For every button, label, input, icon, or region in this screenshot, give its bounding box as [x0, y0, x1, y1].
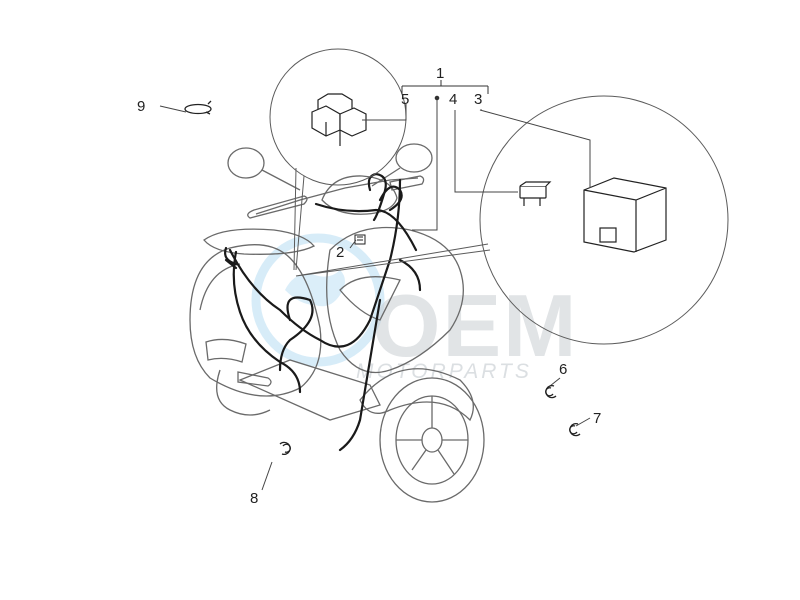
callout-4: 4	[449, 91, 457, 108]
leader-4	[454, 110, 518, 193]
callout-1: 1	[436, 65, 444, 82]
part-9-ring-icon	[184, 100, 212, 115]
callout-2: 2	[336, 244, 344, 261]
front-wheel-outer	[379, 377, 485, 503]
callout-5: 5	[401, 91, 409, 108]
leader-3	[479, 109, 591, 188]
detail-circle-control-unit	[295, 95, 729, 345]
bracket-dot	[434, 95, 440, 101]
callout-labels: 1 2 3 4 5 6 7 8 9	[137, 65, 601, 507]
leader-lines	[159, 100, 591, 491]
part-8-clip-icon	[279, 441, 291, 456]
wire-rear	[232, 250, 302, 394]
handlebar-grip-left	[247, 195, 308, 219]
front-wheel-spokes	[396, 396, 468, 475]
left-mirror-stem	[261, 169, 301, 191]
leader-8	[261, 461, 273, 491]
glovebox-panel	[339, 276, 401, 321]
rear-body	[189, 244, 322, 397]
handlebar-grip-right	[389, 175, 425, 191]
callout-3: 3	[474, 91, 482, 108]
detail-circle-pointer	[295, 243, 491, 277]
leader-6	[549, 377, 561, 387]
leader-9	[159, 105, 187, 113]
wire-cross	[314, 202, 418, 252]
wire-branch-front	[338, 298, 382, 452]
part-7-clip-icon	[569, 422, 581, 437]
fuse-icon	[519, 181, 552, 206]
detail-circle-control-unit-outline	[479, 95, 729, 345]
control-unit-icon	[583, 177, 667, 253]
headset	[321, 175, 398, 215]
front-fender	[359, 368, 474, 422]
watermark-brand: OEM	[372, 276, 578, 375]
leader-7	[575, 417, 591, 427]
leader-5	[362, 104, 407, 121]
exhaust	[237, 371, 272, 387]
callout-7: 7	[593, 410, 601, 427]
wire-main	[228, 178, 402, 348]
left-mirror	[227, 147, 265, 179]
callout-6: 6	[559, 361, 567, 378]
part-6-clip-icon	[545, 384, 557, 399]
scooter-outline	[189, 143, 485, 503]
part-2-connector	[354, 234, 366, 245]
leader-1	[412, 100, 438, 231]
relay-icon	[311, 93, 367, 146]
wire-tail	[224, 246, 238, 270]
front-wheel-hub	[421, 427, 443, 453]
right-mirror	[395, 143, 433, 173]
taillight	[205, 338, 247, 363]
detail-circle-relay	[269, 48, 407, 271]
callout-bracket	[401, 80, 489, 101]
detail-circle-relay-pointer	[293, 167, 305, 271]
leader-2	[349, 239, 357, 249]
leg-shield	[326, 226, 464, 374]
watermark-continent-shape	[285, 270, 345, 307]
callout-8: 8	[250, 490, 258, 507]
callout-9: 9	[137, 98, 145, 115]
connector-pins	[357, 236, 363, 241]
rear-wheel	[216, 369, 271, 416]
wire-loop	[278, 296, 314, 372]
